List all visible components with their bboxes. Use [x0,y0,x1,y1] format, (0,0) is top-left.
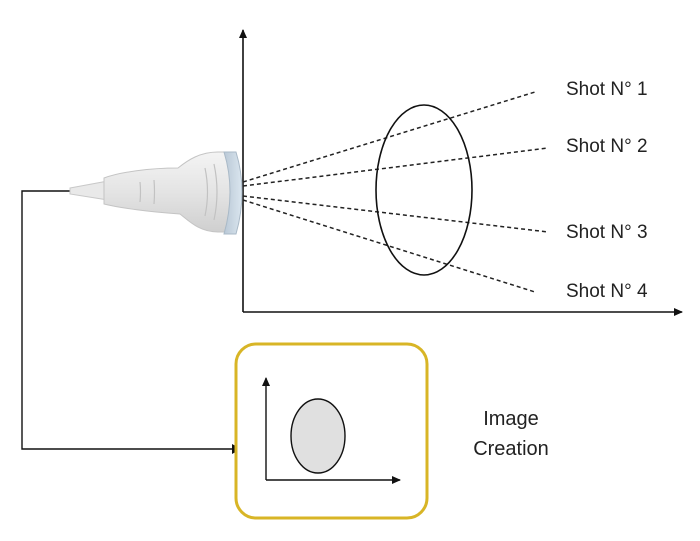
probe-grip-line-1 [139,181,142,203]
beam-shot-1 [242,91,536,183]
probe-grip-line-3 [204,167,209,217]
shot-label-4: Shot N° 4 [566,281,648,302]
probe-cable-strain-relief [69,180,109,201]
probe-head [223,151,243,235]
image-creation-label-line2: Creation [473,438,549,460]
main-axes [239,29,683,316]
probe-grip-line-4 [213,163,218,221]
probe-grip-line-2 [153,179,156,205]
beam-shot-2 [242,147,549,187]
beam-shot-4 [242,199,536,293]
shot-label-2: Shot N° 2 [566,136,648,157]
ultrasound-beams [242,91,549,293]
ultrasound-probe [69,151,243,235]
target-ellipse [375,104,473,276]
beam-shot-3 [242,195,549,233]
image-creation-panel [234,342,429,520]
reconstructed-image-ellipse [290,398,346,474]
image-creation-label-line1: Image [483,408,539,430]
shot-label-1: Shot N° 1 [566,79,648,100]
probe-handle [103,151,233,233]
shot-label-3: Shot N° 3 [566,222,648,243]
probe-cable [21,190,232,450]
